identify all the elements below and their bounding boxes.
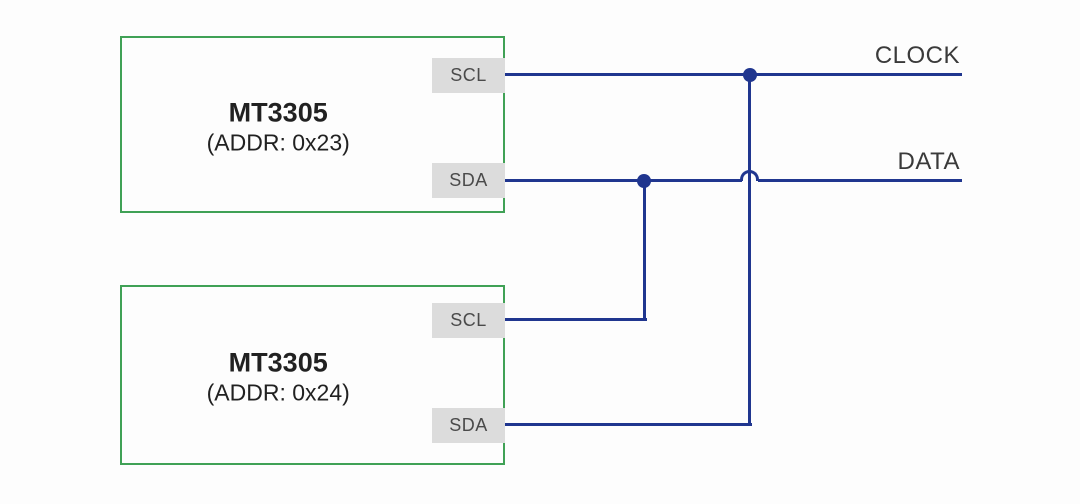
data-bus-wire-right-segment <box>758 179 962 182</box>
data-junction-dot <box>637 174 651 188</box>
chip-address: (ADDR: 0x23) <box>206 129 350 156</box>
chip2-scl-wire <box>505 318 647 321</box>
pin-label-scl: SCL <box>432 58 505 93</box>
pin-label-sda: SDA <box>432 408 505 443</box>
vertical-wire-from-data-junction <box>643 180 646 321</box>
clock-junction-dot <box>743 68 757 82</box>
chip2-sda-wire <box>505 423 752 426</box>
clock-bus-wire <box>505 73 962 76</box>
chip-label-group: MT3305 (ADDR: 0x24) <box>122 346 434 408</box>
chip-name: MT3305 <box>228 347 328 378</box>
chip-label-group: MT3305 (ADDR: 0x23) <box>122 96 434 158</box>
clock-net-label: CLOCK <box>874 42 960 69</box>
chip-address: (ADDR: 0x24) <box>206 379 350 406</box>
data-bus-wire-left-segment <box>505 179 742 182</box>
wire-hop-arc <box>740 170 759 181</box>
vertical-wire-from-clock-junction <box>748 74 751 426</box>
chip-box-mt3305-0x24: MT3305 (ADDR: 0x24) SCL SDA <box>120 285 505 465</box>
chip-name: MT3305 <box>228 96 328 127</box>
data-net-label: DATA <box>897 148 960 175</box>
pin-label-scl: SCL <box>432 303 505 338</box>
pin-label-sda: SDA <box>432 163 505 198</box>
chip-box-mt3305-0x23: MT3305 (ADDR: 0x23) SCL SDA <box>120 36 505 213</box>
